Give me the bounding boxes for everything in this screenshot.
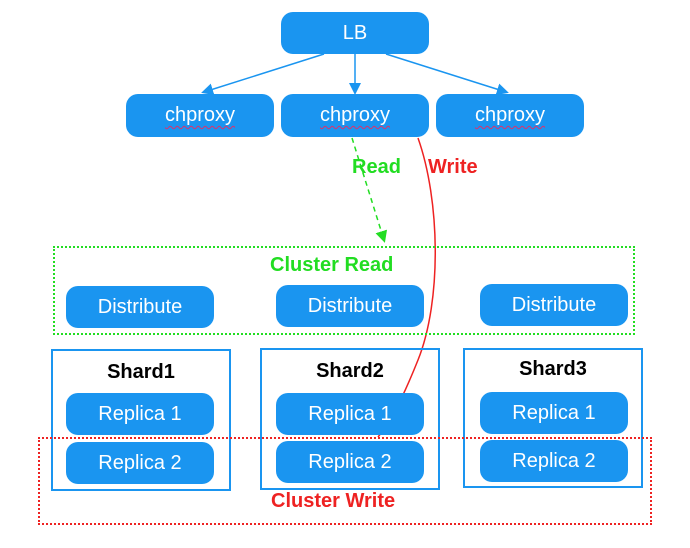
shard-2-replica-2[interactable]: Replica 2 <box>276 441 424 483</box>
chproxy-label: chproxy <box>319 104 391 126</box>
shard-3-replica-1[interactable]: Replica 1 <box>480 392 628 434</box>
shard-1-box <box>51 349 231 491</box>
distribute-label: Distribute <box>511 293 597 316</box>
distribute-node-2[interactable]: Distribute <box>276 285 424 327</box>
shard-1-title: Shard1 <box>107 361 175 383</box>
replica-label: Replica 2 <box>512 449 596 472</box>
replica-label: Replica 2 <box>308 450 392 473</box>
shard-1-replica-1[interactable]: Replica 1 <box>66 393 214 435</box>
distribute-node-3[interactable]: Distribute <box>480 284 628 326</box>
cluster-read-region <box>53 246 635 335</box>
chproxy-node-1[interactable]: chproxy <box>126 94 274 137</box>
distribute-node-1[interactable]: Distribute <box>66 286 214 328</box>
chproxy-node-2[interactable]: chproxy <box>281 94 429 137</box>
distribute-label: Distribute <box>307 294 393 317</box>
distribute-label: Distribute <box>97 295 183 318</box>
shard-2-box <box>260 348 440 490</box>
lb-to-proxy-1-arrow <box>201 53 325 96</box>
shard-2-title: Shard2 <box>316 360 384 382</box>
read-flow-label: Read <box>352 156 401 178</box>
chproxy-label: chproxy <box>474 104 546 126</box>
replica-label: Replica 1 <box>512 401 596 424</box>
write-flow-label: Write <box>428 156 478 178</box>
cluster-read-label: Cluster Read <box>270 254 394 276</box>
replica-label: Replica 1 <box>98 402 182 425</box>
lb-node[interactable]: LB <box>281 12 429 54</box>
read-flow-arrow <box>351 137 388 243</box>
replica-label: Replica 1 <box>308 402 392 425</box>
cluster-write-label: Cluster Write <box>271 490 396 512</box>
chproxy-node-3[interactable]: chproxy <box>436 94 584 137</box>
replica-label: Replica 2 <box>98 451 182 474</box>
lb-label: LB <box>342 21 368 44</box>
shard-1-replica-2[interactable]: Replica 2 <box>66 442 214 484</box>
lb-to-proxy-3-arrow <box>385 53 509 96</box>
chproxy-label: chproxy <box>164 104 236 126</box>
cluster-write-region <box>38 437 652 525</box>
shard-2-replica-1[interactable]: Replica 1 <box>276 393 424 435</box>
shard-3-box <box>463 348 643 488</box>
shard-3-replica-2[interactable]: Replica 2 <box>480 440 628 482</box>
shard-3-title: Shard3 <box>519 358 587 380</box>
